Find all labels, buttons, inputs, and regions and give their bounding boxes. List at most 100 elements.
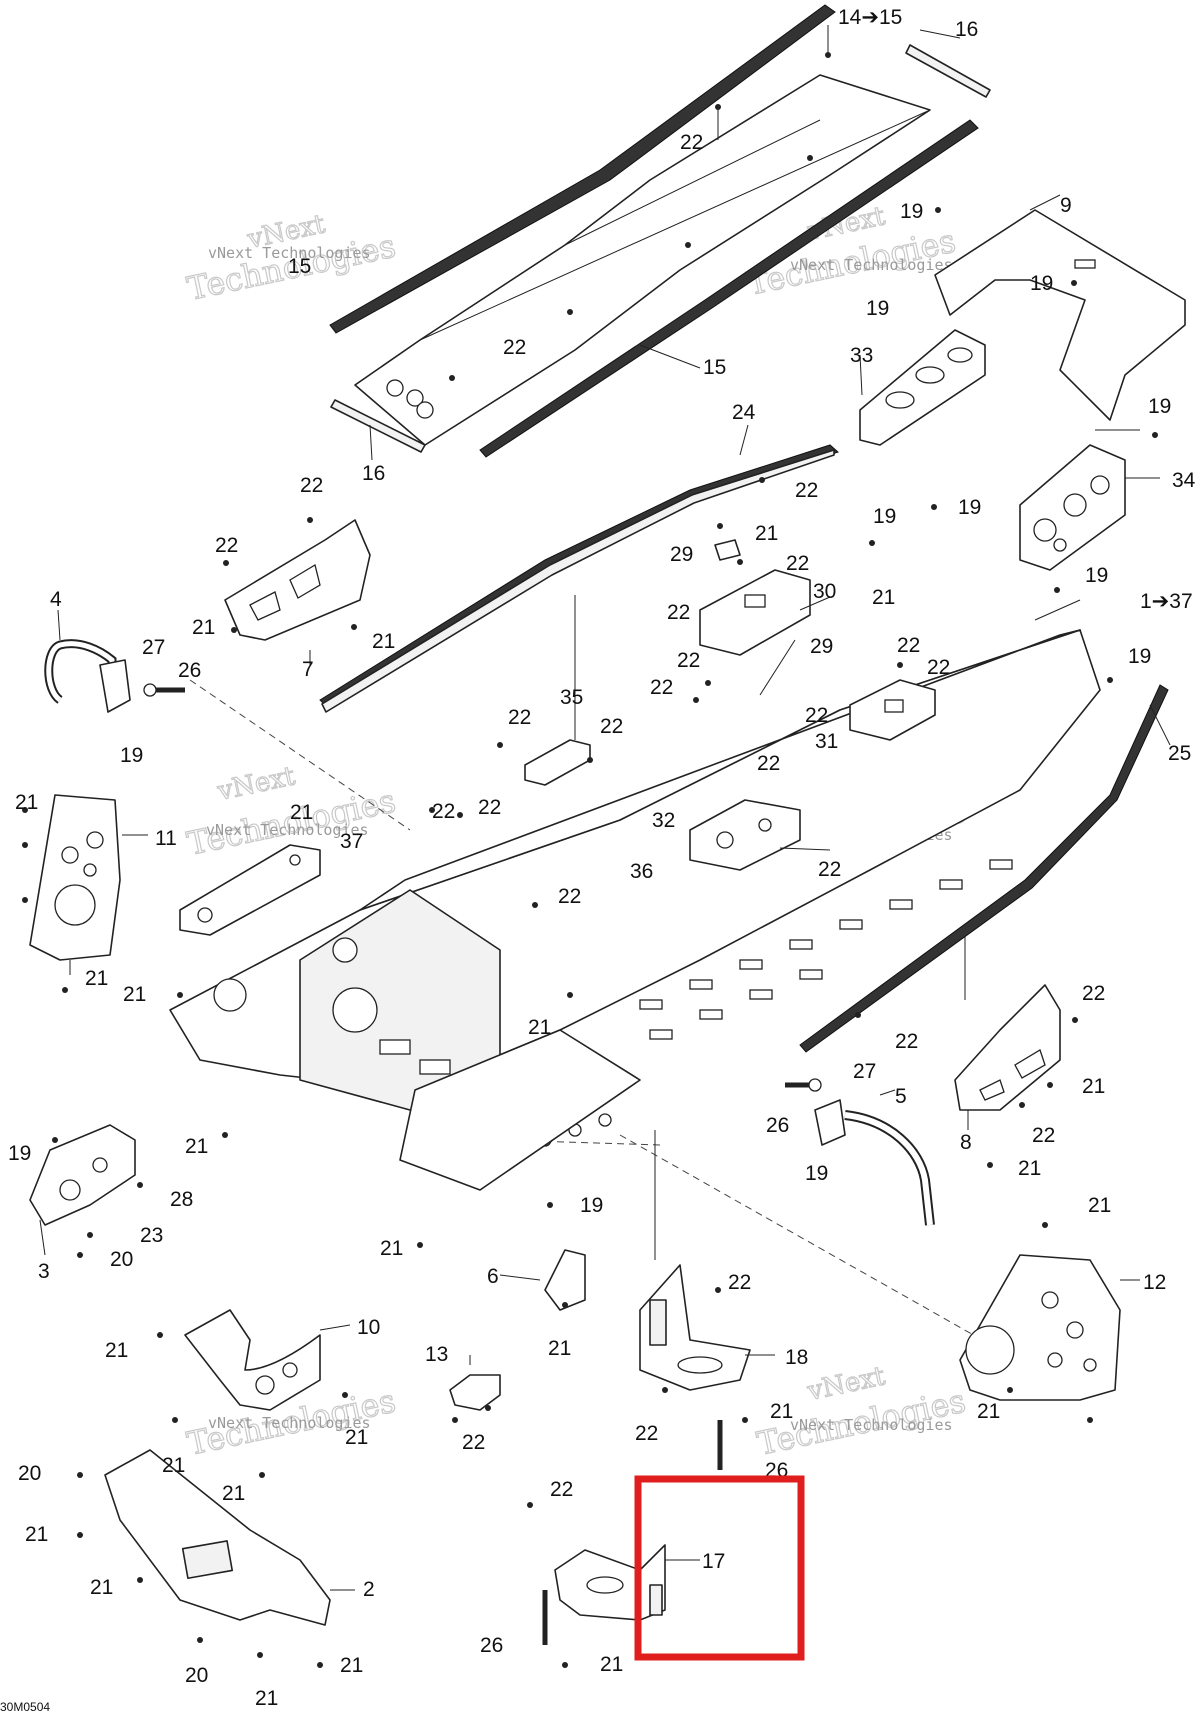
tunnel-slot-pattern — [639, 859, 1013, 1040]
mount-part-10 — [184, 1309, 321, 1411]
callout-17: 17 — [702, 1550, 725, 1573]
callout-29: 29 — [810, 635, 833, 658]
callout-21: 21 — [222, 1482, 245, 1505]
callout-32: 32 — [652, 809, 675, 832]
callout-21: 21 — [372, 630, 395, 653]
callout-20: 20 — [110, 1248, 133, 1271]
bracket-part-35 — [524, 739, 591, 786]
callout-21: 21 — [1082, 1075, 1105, 1098]
callout-22: 22 — [1082, 982, 1105, 1005]
callout-13: 13 — [425, 1343, 448, 1366]
highlight-box-part-17 — [634, 1475, 805, 1661]
svg-text:vNext Technologies: vNext Technologies — [790, 1416, 953, 1434]
slide-rail-part-24 — [319, 444, 839, 713]
callout-21: 21 — [85, 967, 108, 990]
callout-19: 19 — [8, 1142, 31, 1165]
callout-19: 19 — [900, 200, 923, 223]
callout-22: 22 — [558, 885, 581, 908]
bracket-part-29 — [714, 539, 741, 561]
callout-8: 8 — [960, 1131, 972, 1154]
callout-21: 21 — [105, 1339, 128, 1362]
callout-21: 21 — [345, 1426, 368, 1449]
callout-15: 15 — [288, 255, 311, 278]
callout-9: 9 — [1060, 194, 1072, 217]
callout-22: 22 — [508, 706, 531, 729]
bracket-part-17 — [554, 1544, 666, 1621]
callout-21: 21 — [15, 791, 38, 814]
callout-21: 21 — [872, 586, 895, 609]
callout-6: 6 — [487, 1265, 499, 1288]
callout-21: 21 — [192, 616, 215, 639]
callout-22: 22 — [728, 1271, 751, 1294]
svg-text:vNext Technologies: vNext Technologies — [790, 256, 953, 274]
plate-part-12 — [959, 1254, 1121, 1401]
callout-22: 22 — [635, 1422, 658, 1445]
callout-16: 16 — [362, 462, 385, 485]
callout-22: 22 — [680, 131, 703, 154]
callout-21: 21 — [380, 1237, 403, 1260]
callout-21: 21 — [340, 1654, 363, 1677]
callout-21: 21 — [25, 1523, 48, 1546]
drawing-code: 30M0504 — [0, 1700, 50, 1714]
callout-19: 19 — [866, 297, 889, 320]
svg-text:vNext Technologies: vNext Technologies — [206, 821, 369, 839]
callout-3: 3 — [38, 1260, 50, 1283]
callout-28: 28 — [170, 1188, 193, 1211]
handle-part-4 — [44, 639, 131, 713]
callout-21: 21 — [255, 1687, 278, 1710]
callout-22: 22 — [550, 1478, 573, 1501]
callout-21: 21 — [185, 1135, 208, 1158]
rail-strip-part-16-left — [330, 399, 426, 453]
callout-22: 22 — [503, 336, 526, 359]
bracket-part-37 — [179, 844, 321, 936]
callout-21: 21 — [755, 522, 778, 545]
callout-20: 20 — [185, 1664, 208, 1687]
callout-25: 25 — [1168, 742, 1191, 765]
callout-11: 11 — [155, 827, 177, 850]
callout-27: 27 — [142, 636, 165, 659]
callout-22: 22 — [215, 534, 238, 557]
callout-15: 15 — [703, 356, 726, 379]
tunnel-cover-part-15 — [329, 4, 979, 458]
callout-22: 22 — [432, 800, 455, 823]
bracket-part-7 — [224, 519, 371, 641]
callout-22: 22 — [818, 858, 841, 881]
plate-part-2 — [104, 1449, 331, 1626]
callout-22: 22 — [667, 601, 690, 624]
callout-29: 29 — [670, 543, 693, 566]
callout-22: 22 — [927, 656, 950, 679]
callout-4: 4 — [50, 588, 62, 611]
leader-lines — [39, 25, 1171, 1591]
fasteners — [22, 52, 1158, 1668]
callout-1-37: 1➔37 — [1140, 590, 1193, 613]
callout-21: 21 — [770, 1400, 793, 1423]
callout-21: 21 — [548, 1337, 571, 1360]
callout-27: 27 — [853, 1060, 876, 1083]
callout-30: 30 — [813, 580, 836, 603]
callout-21: 21 — [1018, 1157, 1041, 1180]
callout-26: 26 — [178, 659, 201, 682]
rear-bumper-part-9 — [934, 209, 1186, 421]
bracket-part-8 — [954, 984, 1061, 1111]
callout-labels: 14➔15 16 22 15 22 15 16 19 9 19 19 33 19… — [8, 6, 1196, 1710]
callout-22: 22 — [795, 479, 818, 502]
callout-21: 21 — [1088, 1194, 1111, 1217]
callout-31: 31 — [815, 730, 838, 753]
callout-22: 22 — [600, 715, 623, 738]
callout-22: 22 — [757, 752, 780, 775]
callout-35: 35 — [560, 686, 583, 709]
callout-12: 12 — [1143, 1271, 1166, 1294]
callout-21: 21 — [290, 801, 313, 824]
callout-19: 19 — [120, 744, 143, 767]
callout-10: 10 — [357, 1316, 380, 1339]
bracket-part-33 — [859, 329, 986, 446]
bracket-part-3 — [29, 1124, 136, 1226]
callout-22: 22 — [478, 796, 501, 819]
callout-16: 16 — [955, 18, 978, 41]
callout-19: 19 — [873, 505, 896, 528]
callout-37: 37 — [340, 830, 363, 853]
callout-22: 22 — [805, 704, 828, 727]
callout-21: 21 — [123, 983, 146, 1006]
plate-part-11 — [29, 794, 121, 961]
